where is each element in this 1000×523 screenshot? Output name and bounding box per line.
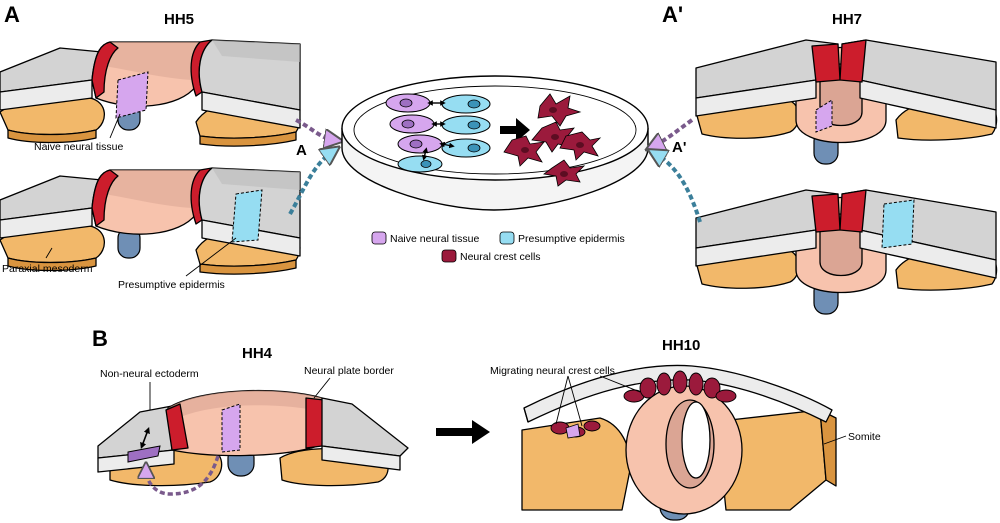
hh4-transplant-arrow	[146, 455, 220, 496]
label-paraxial-mesoderm: Paraxial mesoderm	[2, 263, 93, 275]
arrow-naive-to-dish	[295, 118, 334, 140]
label-neural-plate-border: Neural plate border	[304, 365, 394, 377]
leader-migrating-3	[599, 375, 641, 393]
hh10-embryo	[521, 364, 837, 521]
leader-naive	[109, 113, 121, 139]
dish-contact-arrows	[421, 100, 455, 161]
dish-cells-epidermis	[397, 94, 491, 173]
crest-nucleus	[560, 171, 568, 177]
label-presumptive-epidermis: Presumptive epidermis	[118, 279, 225, 291]
dish-induction-arrow	[500, 118, 530, 142]
hh7-embryo-bottom	[695, 189, 998, 315]
leader-paraxial	[45, 247, 53, 259]
leader-presumptive	[185, 237, 237, 277]
naive-neural-tissue-strip-hh7	[815, 99, 833, 133]
crest-nucleus	[576, 142, 584, 148]
hh4-embryo	[97, 389, 409, 487]
panel-label-a: A	[4, 2, 20, 27]
panel-label-b: B	[92, 326, 108, 351]
naive-neural-tissue-strip	[115, 71, 149, 119]
arrow-naive-hh7-to-dish	[654, 118, 694, 146]
arrow-label-a-prime: A'	[672, 139, 686, 156]
legend-label-epidermis: Presumptive epidermis	[518, 233, 625, 245]
presumptive-epidermis-strip-hh7	[881, 199, 915, 249]
crest-nucleus	[521, 147, 529, 153]
stage-label-hh4: HH4	[242, 345, 273, 362]
crest-nucleus	[551, 134, 559, 140]
stage-label-hh5: HH5	[164, 11, 194, 28]
label-somite: Somite	[848, 431, 881, 443]
petri-dish	[341, 75, 649, 211]
crest-nucleus	[549, 107, 557, 113]
dish-cells-naive	[385, 93, 443, 154]
legend-label-crest: Neural crest cells	[460, 251, 541, 263]
hh5-embryo-bottom	[0, 167, 301, 275]
legend: Naive neural tissue Presumptive epidermi…	[371, 231, 625, 263]
legend-swatch-crest	[441, 249, 457, 263]
hh4-graft-arrow	[140, 427, 150, 449]
arrow-epidermis-hh7-to-dish	[656, 154, 702, 223]
legend-swatch-epidermis	[499, 231, 515, 245]
progression-arrow	[436, 420, 490, 444]
hh5-embryo-top	[0, 39, 301, 147]
legend-swatch-naive	[371, 231, 387, 245]
hh7-embryo-top	[695, 39, 998, 165]
legend-label-naive: Naive neural tissue	[390, 233, 479, 245]
label-naive-neural-tissue: Naive neural tissue	[34, 141, 123, 153]
leader-plate-border	[313, 377, 331, 399]
leader-migrating-1	[555, 375, 569, 425]
arrow-epidermis-to-dish	[288, 152, 332, 216]
arrow-label-a: A	[296, 142, 307, 159]
leader-migrating-2	[567, 375, 583, 427]
label-non-neural-ectoderm: Non-neural ectoderm	[100, 368, 199, 380]
stage-label-hh7: HH7	[832, 11, 862, 28]
label-migrating-neural-crest-cells: Migrating neural crest cells	[490, 365, 615, 377]
presumptive-epidermis-strip	[231, 189, 263, 243]
stage-label-hh10: HH10	[662, 337, 700, 354]
panel-label-a-prime: A'	[662, 2, 683, 27]
leader-somite	[823, 435, 847, 445]
